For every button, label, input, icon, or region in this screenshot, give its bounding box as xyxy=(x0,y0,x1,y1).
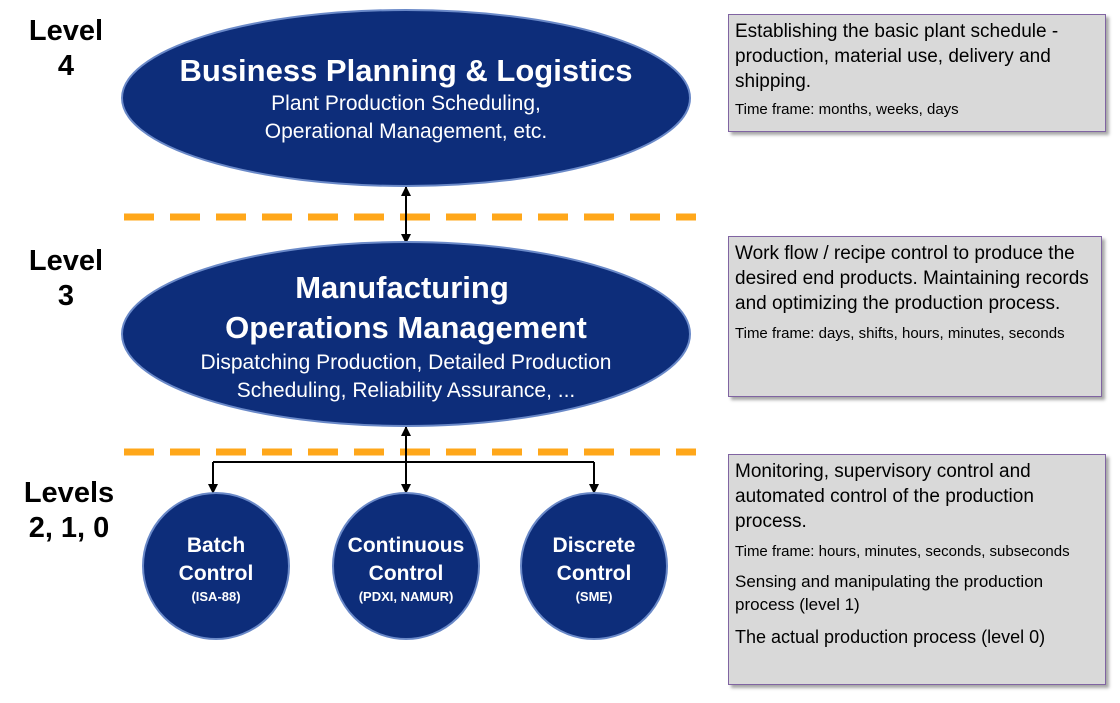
discrete-control-standard: (SME) xyxy=(576,589,613,604)
manufacturing-operations-node: Manufacturing Operations Management Disp… xyxy=(121,241,691,427)
info-level-0-description: The actual production process (level 0) xyxy=(735,627,1046,647)
info-level-4-description: Establishing the basic plant schedule - … xyxy=(735,21,1059,92)
levels-2-1-0-label: Levels 2, 1, 0 xyxy=(23,477,115,544)
business-planning-title: Business Planning & Logistics xyxy=(179,53,632,88)
business-planning-sub2: Operational Management, etc. xyxy=(265,120,548,143)
info-level-2-timeframe: Time frame: hours, minutes, seconds, sub… xyxy=(735,543,1070,560)
info-level-2-description: Monitoring, supervisory control and auto… xyxy=(735,461,1034,532)
info-box-levels-2-1-0: Monitoring, supervisory control and auto… xyxy=(728,454,1106,685)
business-planning-node: Business Planning & Logistics Plant Prod… xyxy=(121,9,691,187)
batch-control-line1: Batch xyxy=(187,534,245,557)
info-box-level-3: Work flow / recipe control to produce th… xyxy=(728,236,1102,397)
level-3-label: Level 3 xyxy=(28,245,104,312)
discrete-control-line2: Control xyxy=(557,562,632,585)
info-level-4-timeframe: Time frame: months, weeks, days xyxy=(735,101,959,118)
continuous-control-line1: Continuous xyxy=(348,534,465,557)
batch-control-standard: (ISA-88) xyxy=(191,589,240,604)
info-level-1-description: Sensing and manipulating the production … xyxy=(735,572,1044,614)
manufacturing-sub2: Scheduling, Reliability Assurance, ... xyxy=(237,379,576,402)
info-level-3-description: Work flow / recipe control to produce th… xyxy=(735,243,1089,314)
discrete-control-line1: Discrete xyxy=(553,534,636,557)
level-4-label: Level 4 xyxy=(28,15,104,82)
business-planning-sub1: Plant Production Scheduling, xyxy=(271,92,541,115)
info-box-level-4: Establishing the basic plant schedule - … xyxy=(728,14,1106,132)
manufacturing-sub1: Dispatching Production, Detailed Product… xyxy=(201,351,612,374)
manufacturing-title-1: Manufacturing xyxy=(295,270,509,305)
batch-control-line2: Control xyxy=(179,562,254,585)
continuous-control-standard: (PDXI, NAMUR) xyxy=(359,589,454,604)
manufacturing-title-2: Operations Management xyxy=(225,310,587,345)
continuous-control-node: Continuous Control (PDXI, NAMUR) xyxy=(332,492,480,640)
discrete-control-node: Discrete Control (SME) xyxy=(520,492,668,640)
batch-control-node: Batch Control (ISA-88) xyxy=(142,492,290,640)
continuous-control-line2: Control xyxy=(369,562,444,585)
info-level-3-timeframe: Time frame: days, shifts, hours, minutes… xyxy=(735,325,1065,342)
